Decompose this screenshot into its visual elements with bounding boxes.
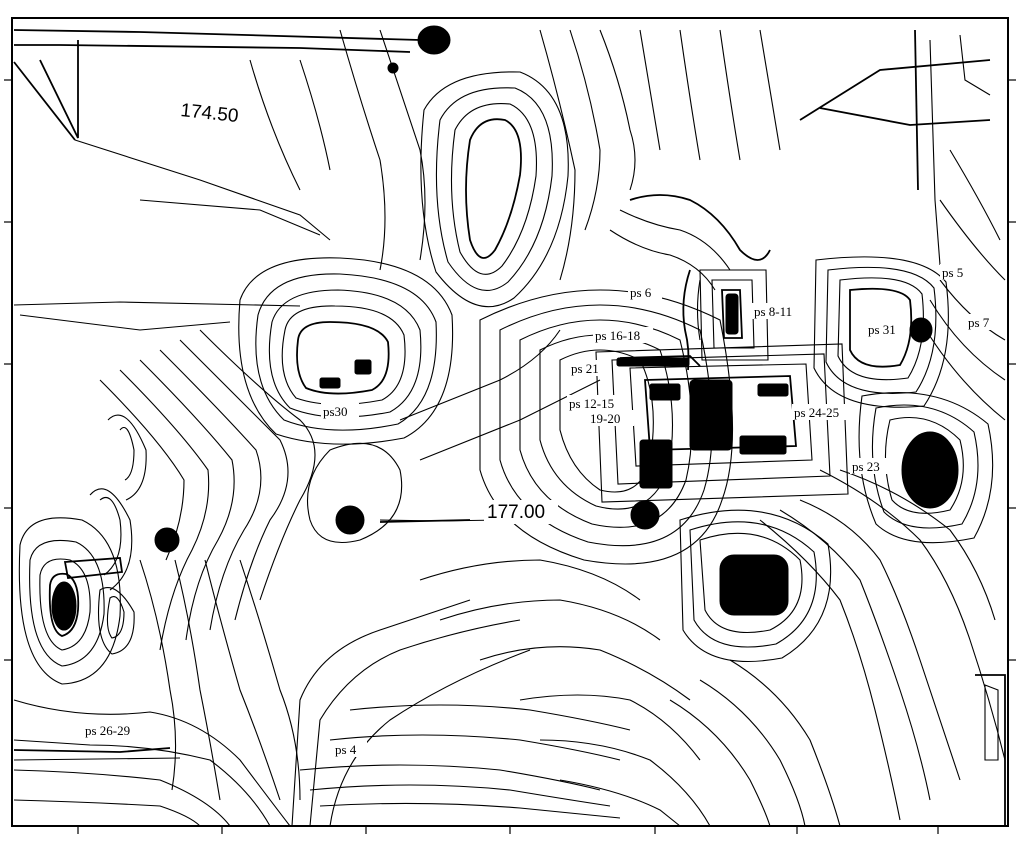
dark-depressions — [51, 25, 959, 631]
contour-lines — [13, 29, 1006, 827]
label-ps-5: ps 5 — [942, 265, 963, 280]
label-19-20: 19-20 — [590, 411, 620, 426]
label-ps30: ps30 — [323, 404, 348, 419]
label-ps-12-15: ps 12-15 — [569, 396, 614, 411]
label-ps-23: ps 23 — [852, 459, 880, 474]
contour-label-177: 177.00 — [487, 502, 545, 523]
label-ps-26-29: ps 26-29 — [85, 723, 130, 738]
label-ps-21: ps 21 — [571, 361, 599, 376]
border-ticks — [4, 79, 1016, 834]
label-ps-24-25: ps 24-25 — [794, 405, 839, 420]
label-ps-4: ps 4 — [335, 742, 357, 757]
label-ps-31: ps 31 — [868, 322, 896, 337]
label-ps-7: ps 7 — [968, 315, 990, 330]
label-ps-6: ps 6 — [630, 285, 652, 300]
label-ps-16-18: ps 16-18 — [595, 328, 640, 343]
label-ps-8-11: ps 8-11 — [754, 304, 792, 319]
feature-labels: ps 5 ps 6 ps 7 ps 8-11 ps 16-18 ps 31 ps… — [83, 264, 996, 757]
map-border — [11, 17, 1009, 827]
